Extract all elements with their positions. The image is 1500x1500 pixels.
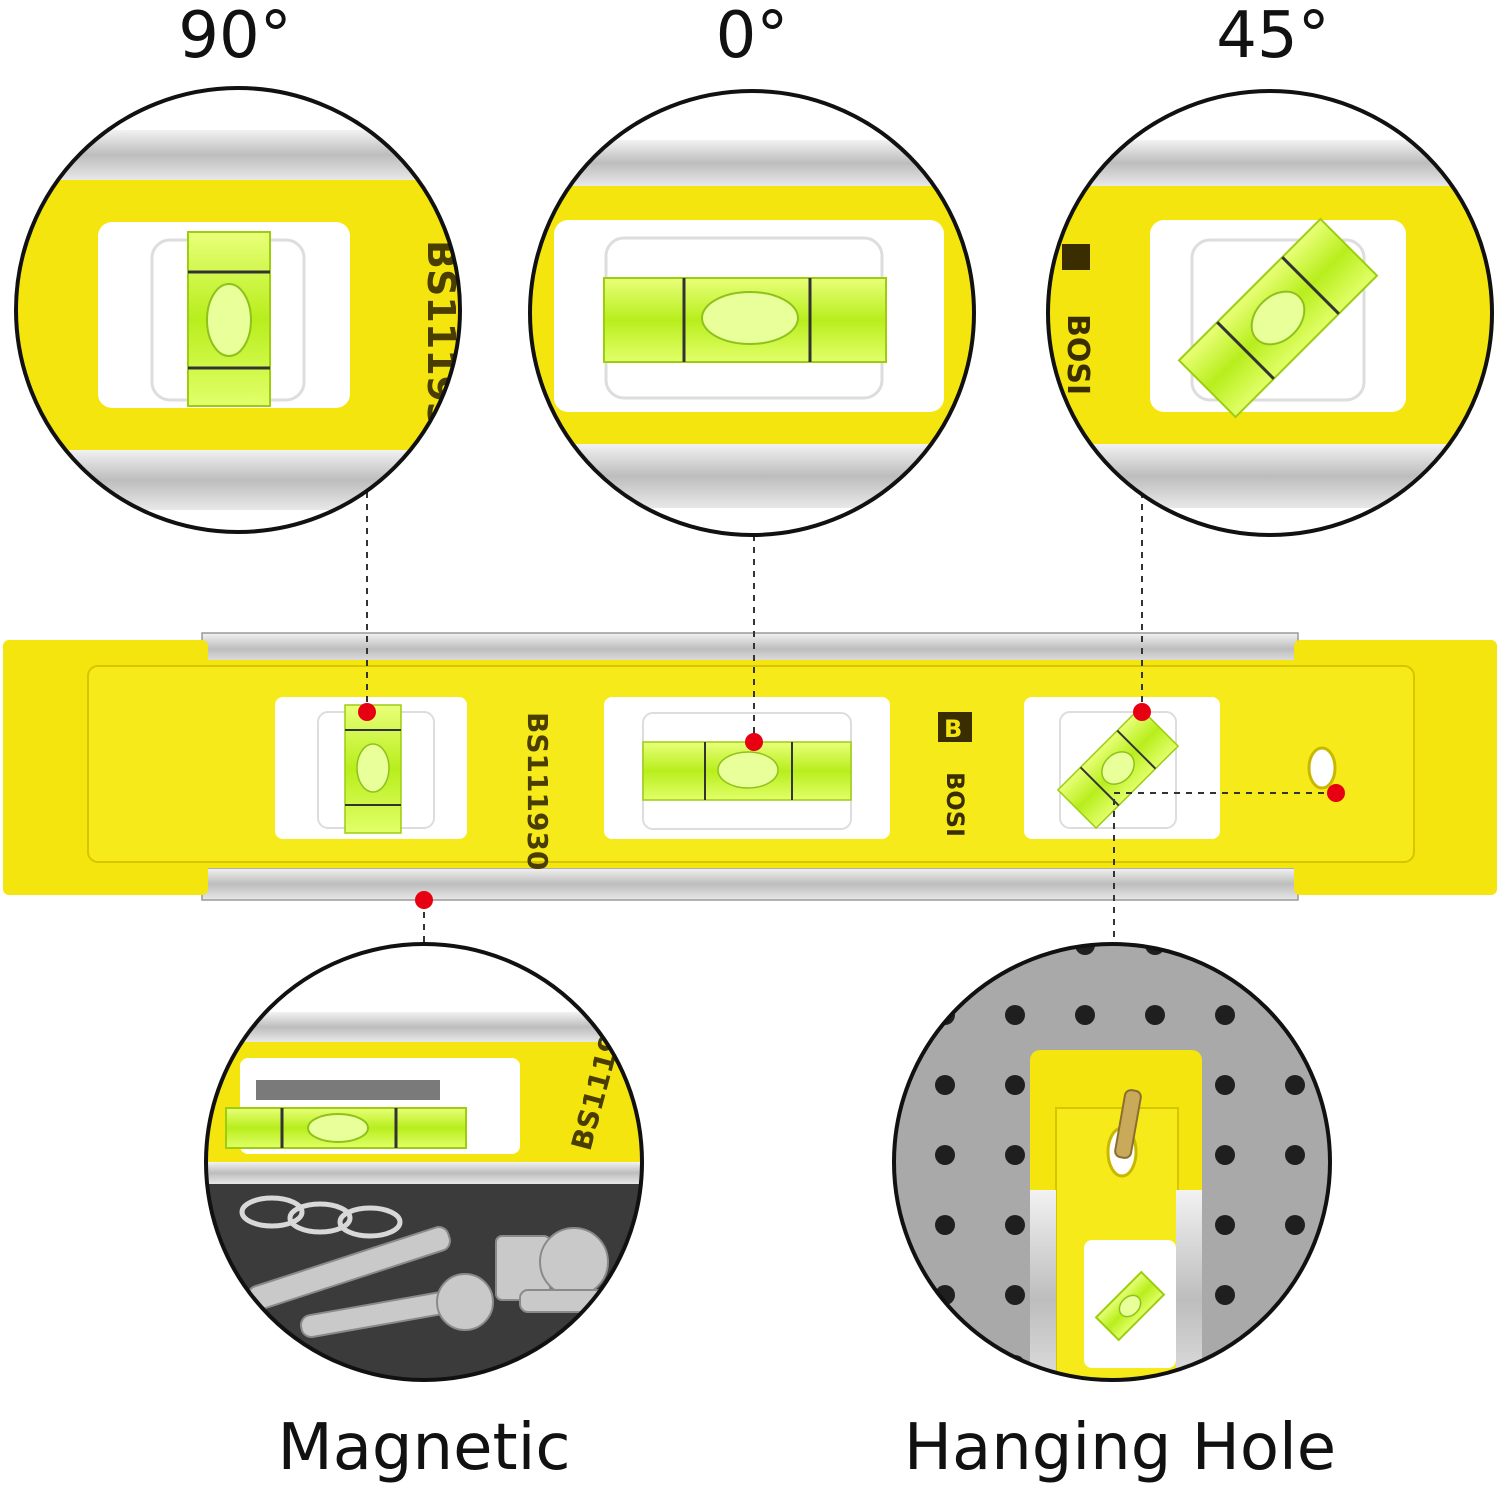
brand-logo: B [938,712,972,743]
svg-text:BOSI: BOSI [1060,314,1095,395]
brand-name: BOSI [941,772,969,837]
torpedo-level: BS111930 B BOSI [3,632,1497,901]
marker-vertical-vial [358,703,376,721]
zoom-circle-diagonal: BOSI [1046,89,1494,537]
connector-lines [366,492,1336,962]
bottom-rail [201,867,1299,901]
marker-horizontal-vial [745,733,763,751]
angle-label-0: 0° [715,0,789,73]
caption-hanging-hole: Hanging Hole [903,1411,1337,1485]
vial-window-vertical [275,697,467,839]
feature-markers [358,703,1345,909]
angle-label-45: 45° [1216,0,1330,73]
vial-window-diagonal [1024,697,1220,839]
zoom-circle-vertical: BS111930 [14,86,462,534]
angle-label-90: 90° [178,0,292,73]
model-number: BS111930 [521,712,554,870]
vial-window-horizontal [604,697,890,839]
zoom-circle-horizontal [528,89,976,537]
marker-hanging-hole [1327,784,1345,802]
marker-magnetic-edge [415,891,433,909]
zoom-circle-hanging-hole [892,942,1332,1382]
svg-text:B: B [944,715,962,743]
zoom-circle-magnetic: BS111930 [204,942,644,1382]
marker-diagonal-vial [1133,703,1151,721]
hanging-hole [1307,746,1337,790]
caption-magnetic: Magnetic [277,1411,571,1485]
